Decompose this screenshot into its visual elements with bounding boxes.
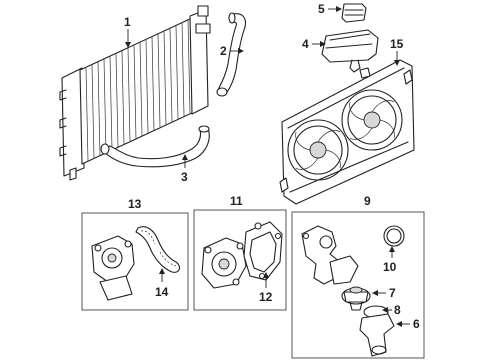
callout-3: 3 <box>181 154 188 184</box>
callout-11: 11 <box>230 194 243 208</box>
callout-4-label: 4 <box>302 37 309 51</box>
callout-2: 2 <box>220 44 244 58</box>
callout-8: 8 <box>382 303 401 317</box>
callout-10: 10 <box>383 246 397 274</box>
callout-6-label: 6 <box>413 317 420 331</box>
pump-drive-belt <box>135 226 181 273</box>
callout-6: 6 <box>396 317 420 331</box>
callout-5: 5 <box>318 2 342 16</box>
thermostat <box>341 286 371 311</box>
callout-9: 9 <box>364 194 371 208</box>
water-pump <box>91 235 135 301</box>
thermostat-housing <box>301 225 359 285</box>
callout-13-label: 13 <box>128 197 142 211</box>
coolant-reservoir <box>321 29 379 73</box>
callout-15-label: 15 <box>390 37 404 51</box>
upper-radiator-hose <box>216 12 247 97</box>
callout-10-label: 10 <box>383 260 397 274</box>
callout-9-label: 9 <box>364 194 371 208</box>
reservoir-cap <box>341 3 367 23</box>
callout-14-label: 14 <box>155 285 169 299</box>
thermostat-cover <box>359 313 395 357</box>
callout-7-label: 7 <box>389 286 396 300</box>
callout-3-label: 3 <box>181 170 188 184</box>
callout-12-label: 12 <box>259 290 273 304</box>
callout-14: 14 <box>155 268 169 299</box>
callout-13: 13 <box>128 197 142 211</box>
radiator <box>59 5 211 181</box>
callout-7: 7 <box>372 286 396 300</box>
callout-15: 15 <box>390 37 404 66</box>
pump-housing <box>201 237 247 289</box>
callout-1: 1 <box>124 15 131 48</box>
callout-12: 12 <box>259 272 273 304</box>
callout-8-label: 8 <box>394 303 401 317</box>
group-box-9 <box>291 211 425 359</box>
callout-1-label: 1 <box>124 15 131 29</box>
pump-gasket <box>243 221 283 281</box>
lower-radiator-hose <box>100 125 210 168</box>
group-box-11 <box>193 209 287 311</box>
callout-11-label: 11 <box>230 194 243 208</box>
callout-2-label: 2 <box>220 44 227 58</box>
callout-4: 4 <box>302 37 326 51</box>
fan-and-shroud-assembly <box>279 59 415 205</box>
thermostat-seal <box>383 225 405 247</box>
callout-5-label: 5 <box>318 2 325 16</box>
group-box-13 <box>81 212 189 311</box>
